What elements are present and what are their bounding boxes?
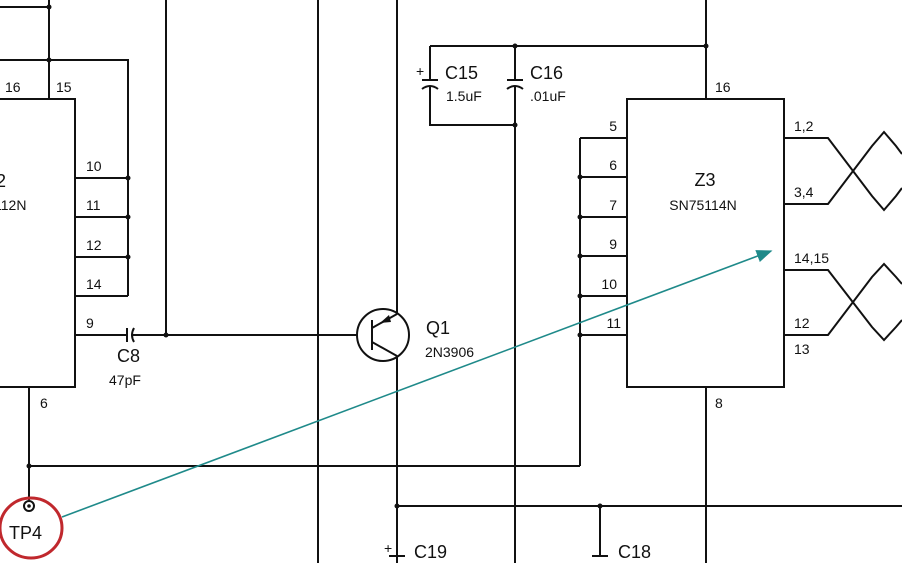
- c19-polarity: +: [384, 540, 392, 556]
- transistor-q1: Q1 2N3906: [356, 308, 474, 362]
- z3-pin-12: 12: [794, 315, 810, 331]
- c15-polarity: +: [416, 63, 424, 79]
- z3-pin-13: 13: [794, 341, 810, 357]
- z3-pin-14-15: 14,15: [794, 250, 829, 266]
- z3-pin-10: 10: [601, 276, 617, 292]
- q1-part: 2N3906: [425, 344, 474, 360]
- ic-z3: Z3 SN75114N 16 8 5 6 7 9 10 11 1,2 3,4 1…: [577, 79, 902, 563]
- q1-ref: Q1: [426, 318, 450, 338]
- z2-pin-9: 9: [86, 315, 94, 331]
- ic-z2: 2 112N 16 15 10 11 12 14 9 6: [0, 0, 131, 411]
- z3-pin-8: 8: [715, 395, 723, 411]
- z2-pin-10: 10: [86, 158, 102, 174]
- capacitor-c8: C8 47pF: [75, 327, 358, 388]
- c18-ref: C18: [618, 542, 651, 562]
- wires-bottom: [28, 387, 902, 557]
- z3-part: SN75114N: [669, 197, 736, 213]
- z3-ref: Z3: [694, 170, 715, 190]
- z2-pin-15: 15: [56, 79, 72, 95]
- z2-part: 112N: [0, 197, 26, 213]
- z2-pin-11: 11: [86, 197, 101, 213]
- z3-pin-9: 9: [609, 236, 617, 252]
- annotation-arrow: [61, 250, 773, 518]
- z3-pin-1-2: 1,2: [794, 118, 814, 134]
- c19-ref: C19: [414, 542, 447, 562]
- z3-pin-16: 16: [715, 79, 731, 95]
- c16-ref: C16: [530, 63, 563, 83]
- c8-value: 47pF: [109, 372, 141, 388]
- tp4-ref: TP4: [9, 523, 42, 543]
- z3-pin-6: 6: [609, 157, 617, 173]
- z2-pin-12: 12: [86, 237, 102, 253]
- wires-vertical: [165, 0, 398, 563]
- z3-pin-5: 5: [609, 118, 617, 134]
- test-point-tp4[interactable]: TP4: [0, 496, 64, 560]
- z3-pin-3-4: 3,4: [794, 184, 814, 200]
- z3-pin-11: 11: [606, 315, 621, 331]
- z2-pin-6: 6: [40, 395, 48, 411]
- highlight-circle: [0, 496, 64, 560]
- z2-ref: 2: [0, 171, 6, 191]
- z2-pin-14: 14: [86, 276, 102, 292]
- c8-ref: C8: [117, 346, 140, 366]
- c16-value: .01uF: [530, 88, 566, 104]
- z2-pin-16: 16: [5, 79, 21, 95]
- c15-ref: C15: [445, 63, 478, 83]
- c15-value: 1.5uF: [446, 88, 482, 104]
- capacitor-c15-c16: + C15 1.5uF C16 .01uF: [416, 0, 709, 563]
- z3-pin-7: 7: [609, 197, 617, 213]
